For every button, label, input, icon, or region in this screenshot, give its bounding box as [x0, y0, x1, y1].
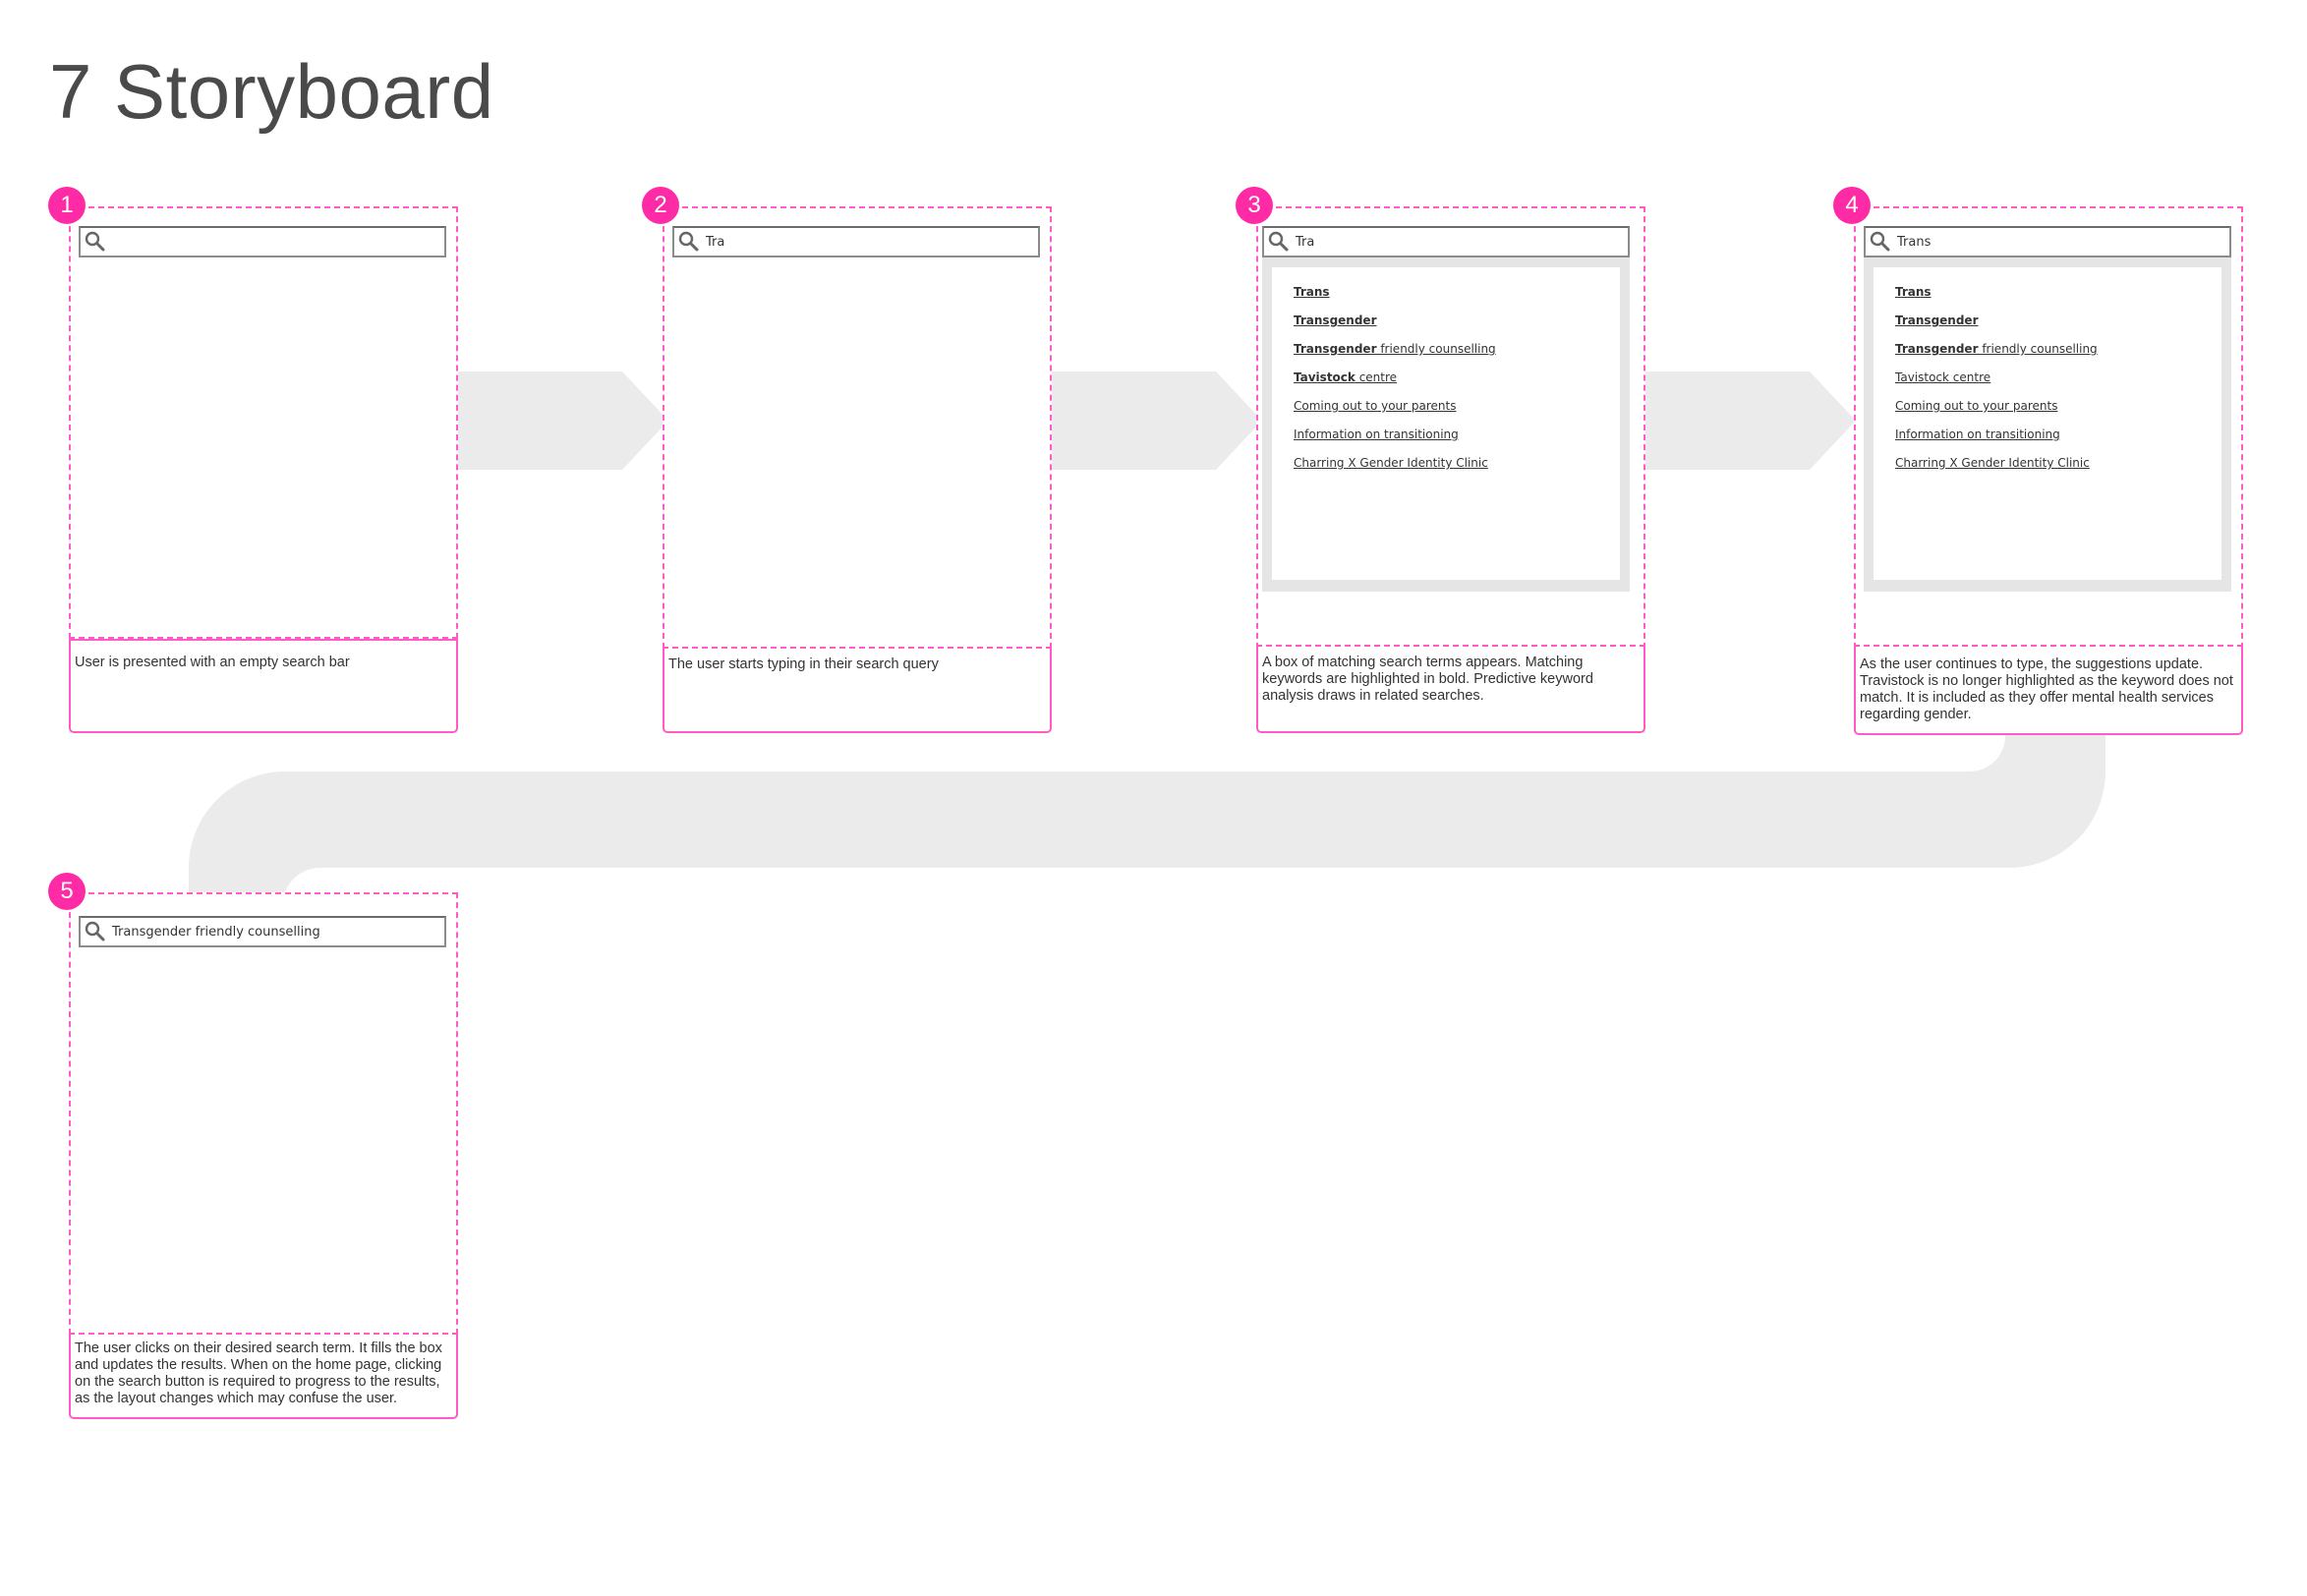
caption-text: The user clicks on their desired search …	[75, 1340, 442, 1406]
suggestion-rest-text: Coming out to your parents	[1294, 399, 1457, 413]
storyboard-frame-1	[69, 206, 458, 639]
suggestion-rest-text: Charring X Gender Identity Clinic	[1294, 456, 1488, 470]
suggestion-rest-text: centre	[1355, 370, 1398, 384]
suggestion-item[interactable]: Transgender	[1294, 314, 1496, 342]
caption-text: As the user continues to type, the sugge…	[1860, 656, 2233, 722]
flow-arrow-3-4	[1645, 371, 1856, 470]
storyboard-frame-2	[663, 206, 1052, 649]
suggestion-item[interactable]: Transgender friendly counselling	[1895, 342, 2098, 370]
suggestion-rest-text: Tavistock centre	[1895, 370, 1991, 384]
suggestion-match-text: Tavistock	[1294, 370, 1355, 384]
step-badge-3: 3	[1236, 187, 1273, 224]
search-input[interactable]: Tra	[672, 226, 1040, 257]
step-badge-2: 2	[642, 187, 679, 224]
suggestion-match-text: Transgender	[1294, 314, 1377, 327]
suggestion-item[interactable]: Information on transitioning	[1294, 428, 1496, 456]
caption-box-3: A box of matching search terms appears. …	[1256, 645, 1645, 733]
search-query-text: Tra	[1296, 234, 1315, 250]
suggestion-rest-text: friendly counselling	[1376, 342, 1496, 356]
search-icon	[85, 921, 105, 941]
search-input[interactable]	[79, 226, 446, 257]
suggestion-rest-text: friendly counselling	[1978, 342, 2098, 356]
search-input[interactable]: Transgender friendly counselling	[79, 916, 446, 947]
suggestion-rest-text: Coming out to your parents	[1895, 399, 2058, 413]
flow-arrow-1-2	[458, 371, 668, 470]
suggestion-item[interactable]: Tavistock centre	[1294, 370, 1496, 399]
page-title: 7 Storyboard	[49, 48, 494, 135]
caption-box-2: The user starts typing in their search q…	[663, 647, 1052, 733]
suggestion-item[interactable]: Charring X Gender Identity Clinic	[1294, 456, 1496, 484]
suggestion-rest-text: Information on transitioning	[1294, 428, 1459, 441]
caption-text: The user starts typing in their search q…	[668, 656, 939, 672]
suggestion-item[interactable]: Transgender friendly counselling	[1294, 342, 1496, 370]
caption-box-1: User is presented with an empty search b…	[69, 639, 458, 733]
suggestion-rest-text: Information on transitioning	[1895, 428, 2060, 441]
suggestion-match-text: Trans	[1895, 285, 1932, 299]
search-icon	[1268, 231, 1289, 252]
flow-arrow-2-3	[1052, 371, 1262, 470]
search-icon	[678, 231, 699, 252]
storyboard-frame-5	[69, 892, 458, 1335]
suggestion-match-text: Transgender	[1895, 314, 1979, 327]
suggestion-item[interactable]: Trans	[1895, 285, 2098, 314]
suggestion-item[interactable]: Tavistock centre	[1895, 370, 2098, 399]
suggestion-match-text: Transgender	[1895, 342, 1979, 356]
suggestion-item[interactable]: Transgender	[1895, 314, 2098, 342]
search-input[interactable]: Tra	[1262, 226, 1630, 257]
flow-connector-4-5	[189, 732, 2105, 892]
suggestion-item[interactable]: Information on transitioning	[1895, 428, 2098, 456]
caption-text: User is presented with an empty search b…	[75, 655, 350, 670]
caption-text: A box of matching search terms appears. …	[1262, 655, 1593, 704]
suggestion-item[interactable]: Trans	[1294, 285, 1496, 314]
search-icon	[1870, 231, 1890, 252]
step-badge-5: 5	[48, 873, 86, 910]
step-badge-4: 4	[1833, 187, 1871, 224]
suggestion-match-text: Transgender	[1294, 342, 1377, 356]
suggestion-item[interactable]: Coming out to your parents	[1294, 399, 1496, 428]
suggestion-item[interactable]: Coming out to your parents	[1895, 399, 2098, 428]
search-input[interactable]: Trans	[1864, 226, 2231, 257]
search-query-text: Trans	[1897, 234, 1932, 250]
caption-box-5: The user clicks on their desired search …	[69, 1333, 458, 1419]
search-icon	[85, 231, 105, 252]
suggestion-item[interactable]: Charring X Gender Identity Clinic	[1895, 456, 2098, 484]
step-badge-1: 1	[48, 187, 86, 224]
suggestion-match-text: Trans	[1294, 285, 1330, 299]
search-query-text: Tra	[706, 234, 725, 250]
search-query-text: Transgender friendly counselling	[112, 924, 320, 940]
suggestion-rest-text: Charring X Gender Identity Clinic	[1895, 456, 2090, 470]
caption-box-4: As the user continues to type, the sugge…	[1854, 645, 2243, 735]
